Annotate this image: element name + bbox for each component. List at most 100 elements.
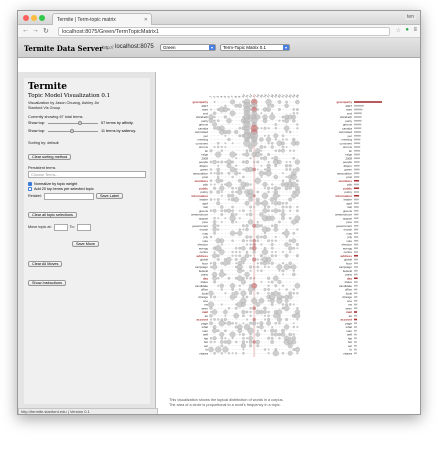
matrix-cell[interactable] <box>243 319 244 320</box>
matrix-cell[interactable] <box>273 275 279 281</box>
matrix-cell[interactable] <box>217 341 219 343</box>
saliency-term-label[interactable]: man <box>346 329 352 333</box>
matrix-cell[interactable] <box>279 199 280 200</box>
matrix-cell[interactable] <box>268 236 269 238</box>
matrix-cell[interactable] <box>282 165 284 167</box>
matrix-cell[interactable] <box>267 261 270 265</box>
term-label[interactable]: 20prm <box>199 164 208 168</box>
matrix-cell[interactable] <box>296 228 299 231</box>
matrix-cell[interactable] <box>216 141 220 145</box>
matrix-cell[interactable] <box>221 116 223 118</box>
matrix-cell[interactable] <box>271 214 273 215</box>
matrix-cell[interactable] <box>223 258 227 261</box>
saliency-term-label[interactable]: hot <box>348 340 352 344</box>
matrix-cell[interactable] <box>280 332 286 337</box>
matrix-cell[interactable] <box>281 134 285 138</box>
matrix-cell[interactable] <box>296 352 299 355</box>
move-to-input[interactable] <box>76 223 91 231</box>
matrix-cell[interactable] <box>293 146 295 148</box>
matrix-cell[interactable] <box>259 145 264 149</box>
matrix-cell[interactable] <box>228 240 230 242</box>
matrix-cell[interactable] <box>245 243 249 246</box>
matrix-cell[interactable] <box>282 131 284 133</box>
saliency-term-label[interactable]: what <box>346 325 353 329</box>
matrix-cell[interactable] <box>279 146 280 148</box>
matrix-cell[interactable] <box>281 148 285 153</box>
matrix-cell[interactable] <box>284 103 289 108</box>
saliency-term-label[interactable]: vote <box>346 239 352 243</box>
matrix-cell[interactable] <box>209 318 213 321</box>
matrix-cell[interactable] <box>217 184 219 185</box>
matrix-cell[interactable] <box>271 172 273 174</box>
matrix-cell[interactable] <box>228 150 230 152</box>
term-label[interactable]: day <box>203 276 209 280</box>
matrix-cell[interactable] <box>243 180 244 182</box>
matrix-cell[interactable] <box>261 135 262 137</box>
matrix-cell[interactable] <box>257 206 259 208</box>
matrix-cell[interactable] <box>279 277 280 279</box>
matrix-cell[interactable] <box>232 165 233 167</box>
matrix-cell[interactable] <box>246 176 248 178</box>
matrix-cell[interactable] <box>212 208 217 213</box>
matrix-cell[interactable] <box>228 116 230 118</box>
matrix-cell[interactable] <box>277 149 281 153</box>
matrix-cell[interactable] <box>257 281 259 283</box>
matrix-cell[interactable] <box>289 232 291 234</box>
matrix-cell[interactable] <box>230 194 235 198</box>
matrix-cell[interactable] <box>271 195 273 197</box>
matrix-cell[interactable] <box>297 172 298 174</box>
matrix-cell[interactable] <box>271 165 273 167</box>
matrix-cell[interactable] <box>275 326 277 328</box>
matrix-cell[interactable] <box>279 172 280 174</box>
matrix-cell[interactable] <box>243 330 244 332</box>
matrix-cell[interactable] <box>263 329 267 332</box>
matrix-cell[interactable] <box>235 142 237 144</box>
topic-label[interactable]: 4 <box>219 95 223 99</box>
matrix-cell[interactable] <box>225 150 226 152</box>
matrix-cell[interactable] <box>296 194 299 197</box>
matrix-cell[interactable] <box>297 304 298 305</box>
matrix-cell[interactable] <box>246 349 248 350</box>
saliency-term-label[interactable]: hour <box>346 261 352 265</box>
matrix-cell[interactable] <box>295 108 299 111</box>
matrix-cell[interactable] <box>243 285 244 287</box>
matrix-cell[interactable] <box>289 326 291 328</box>
matrix-cell[interactable] <box>237 178 242 183</box>
matrix-cell[interactable] <box>282 345 284 347</box>
matrix-cell[interactable] <box>274 138 277 141</box>
matrix-cell[interactable] <box>209 149 213 153</box>
matrix-cell[interactable] <box>235 229 237 230</box>
matrix-cell[interactable] <box>210 225 212 227</box>
matrix-cell[interactable] <box>214 322 215 324</box>
matrix-cell[interactable] <box>241 302 246 307</box>
topic-label[interactable]: 14 <box>255 93 260 98</box>
matrix-cell[interactable] <box>286 124 287 125</box>
matrix-cell[interactable] <box>217 210 219 212</box>
matrix-cell[interactable] <box>297 289 298 290</box>
matrix-cell[interactable] <box>246 315 248 317</box>
matrix-cell[interactable] <box>225 165 226 167</box>
term-label[interactable]: seen <box>201 306 208 310</box>
matrix-cell[interactable] <box>235 161 237 163</box>
matrix-cell[interactable] <box>289 274 291 275</box>
term-label[interactable]: change <box>198 295 208 299</box>
saliency-term-label[interactable]: election <box>342 243 353 247</box>
matrix-cell[interactable] <box>267 314 270 318</box>
saliency-term-label[interactable]: air <box>349 314 352 318</box>
matrix-cell[interactable] <box>259 254 263 258</box>
matrix-cell[interactable] <box>292 333 296 336</box>
matrix-cell[interactable] <box>221 266 223 268</box>
matrix-cell[interactable] <box>210 217 212 219</box>
matrix-cell[interactable] <box>224 337 227 340</box>
matrix-cell[interactable] <box>257 146 259 148</box>
matrix-cell[interactable] <box>268 251 269 253</box>
matrix-cell[interactable] <box>228 187 230 189</box>
matrix-cell[interactable] <box>213 198 216 201</box>
matrix-cell[interactable] <box>230 283 236 289</box>
matrix-cell[interactable] <box>246 281 248 283</box>
matrix-cell[interactable] <box>278 269 281 272</box>
matrix-cell[interactable] <box>286 345 287 347</box>
matrix-cell[interactable] <box>297 341 298 343</box>
matrix-cell[interactable] <box>210 345 212 347</box>
